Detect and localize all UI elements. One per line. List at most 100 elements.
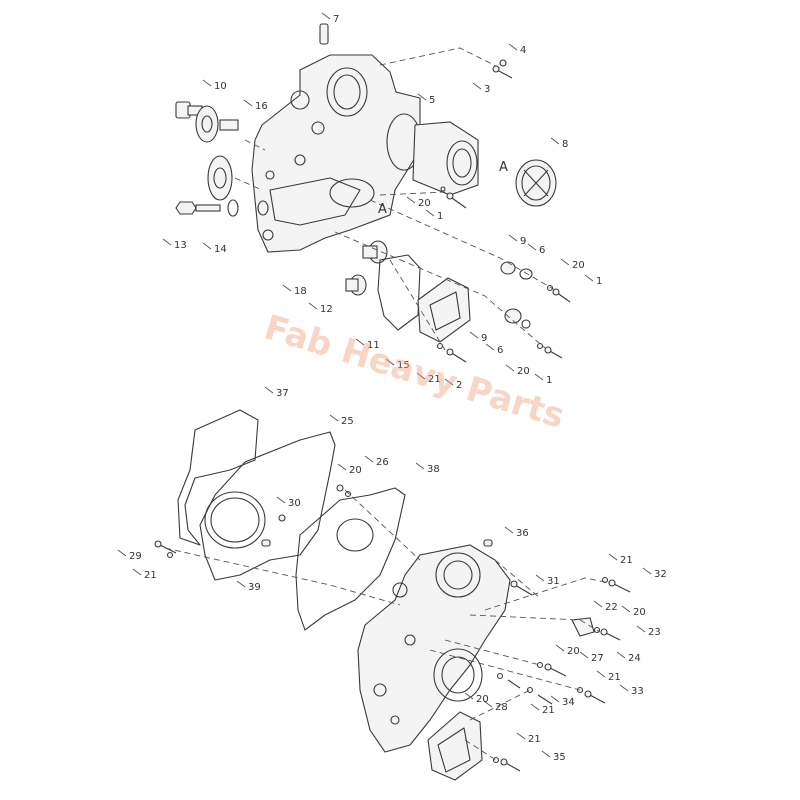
drive-gear <box>207 155 233 201</box>
callout-leader-line <box>329 414 339 422</box>
housing-bore-inner <box>333 74 361 110</box>
callout-leader-line <box>355 338 365 346</box>
callout-leader-line <box>584 274 594 282</box>
callout-leader-line <box>308 302 318 310</box>
assembly-line <box>334 231 546 349</box>
part-callout-label: 6 <box>497 345 503 356</box>
callout-leader-line <box>534 373 544 381</box>
callout-leader-line <box>516 732 526 740</box>
callout-leader-line <box>608 553 618 561</box>
screw-35 <box>492 756 521 772</box>
callout-leader-line <box>406 196 416 204</box>
part-callout-label: 13 <box>174 240 187 251</box>
idler-gear-16 <box>195 105 239 143</box>
screw-1-upper <box>440 186 467 209</box>
part-callout-label: 21 <box>528 734 541 745</box>
callout-leader-line <box>560 258 570 266</box>
part-callout-label: 34 <box>562 697 575 708</box>
callout-leader-line <box>132 568 142 576</box>
part-callout-label: 1 <box>437 211 443 222</box>
lower-housing-bore <box>435 552 481 598</box>
callout-leader-line <box>485 343 495 351</box>
callout-leader-line <box>579 651 589 659</box>
part-callout-label: 20 <box>418 198 431 209</box>
drive-adaptor <box>412 121 479 196</box>
callout-leader-line <box>535 574 545 582</box>
assembly-line <box>369 199 556 291</box>
screw-29 <box>154 540 177 554</box>
screw-1-lower <box>536 342 563 359</box>
cover-15-recess <box>429 291 461 331</box>
assembly-line <box>469 689 531 721</box>
callout-leader-line <box>483 700 493 708</box>
lower-cover <box>427 711 483 781</box>
callout-leader-line <box>596 670 606 678</box>
callout-leader-line <box>202 79 212 87</box>
assembly-line <box>234 177 263 191</box>
callout-leader-line <box>337 463 347 471</box>
part-callout-label: 21 <box>428 374 441 385</box>
lower-housing-hole <box>404 634 416 646</box>
plate-25-bore-inner <box>210 497 260 543</box>
callout-leader-line <box>202 242 212 250</box>
part-callout-label: 23 <box>648 627 661 638</box>
front-housing-upper <box>251 54 421 253</box>
callout-leader-line <box>236 580 246 588</box>
part-callout-label: 39 <box>248 582 261 593</box>
part-callout-label: 35 <box>553 752 566 763</box>
assembly-line <box>429 649 581 691</box>
washer-14 <box>227 199 239 217</box>
housing-shaft-seat <box>329 178 375 208</box>
callout-leader-line <box>364 455 374 463</box>
washer-4 <box>499 59 507 67</box>
lower-housing-seal-bore <box>433 648 483 702</box>
part-callout-label: 21 <box>620 555 633 566</box>
coupling-8 <box>515 159 557 207</box>
part-callout-label: 3 <box>484 84 490 95</box>
part-callout-label: 24 <box>628 653 641 664</box>
part-callout-label: 1 <box>546 375 552 386</box>
housing-boss <box>290 90 310 110</box>
callout-leader-line <box>508 43 518 51</box>
housing-rib <box>269 177 361 226</box>
part-callout-label: 5 <box>429 95 435 106</box>
part-callout-label: 15 <box>397 360 410 371</box>
callout-leader-line <box>505 364 515 372</box>
part-callout-label: 10 <box>214 81 227 92</box>
lower-assembly <box>154 409 631 781</box>
screw-31 <box>510 580 533 596</box>
screw-28 <box>496 672 521 689</box>
callout-leader-line <box>555 644 565 652</box>
callout-leader-line <box>541 750 551 758</box>
part-callout-label: 12 <box>320 304 333 315</box>
part-callout-label: 18 <box>294 286 307 297</box>
screw-32 <box>601 576 631 593</box>
callout-leader-line <box>550 695 560 703</box>
assembly-line <box>244 139 266 151</box>
part-callout-label: 27 <box>591 653 604 664</box>
callout-leader-line <box>321 12 331 20</box>
callout-leader-line <box>385 358 395 366</box>
assembly-line <box>444 639 541 666</box>
thrust-washer <box>257 200 269 216</box>
part-callout-label: 20 <box>572 260 585 271</box>
callout-leader-line <box>550 137 560 145</box>
bracket-22-24 <box>571 617 595 637</box>
part-callout-label: 9 <box>520 236 526 247</box>
part-callout-label: 8 <box>562 139 568 150</box>
callout-leader-line <box>415 462 425 470</box>
housing-hole-2 <box>294 154 306 166</box>
seal-9-upper <box>500 261 516 275</box>
callout-leader-line <box>444 378 454 386</box>
part-callout-label: 37 <box>276 388 289 399</box>
cover-15 <box>417 277 471 343</box>
callout-leader-line <box>619 684 629 692</box>
part-callout-label: 30 <box>288 498 301 509</box>
front-plate-25 <box>199 431 336 581</box>
part-callout-label: 4 <box>520 45 526 56</box>
part-callout-label: 1 <box>596 276 602 287</box>
part-callout-label: 29 <box>129 551 142 562</box>
lower-cover-recess <box>437 727 471 773</box>
part-callout-label: 31 <box>547 576 560 587</box>
